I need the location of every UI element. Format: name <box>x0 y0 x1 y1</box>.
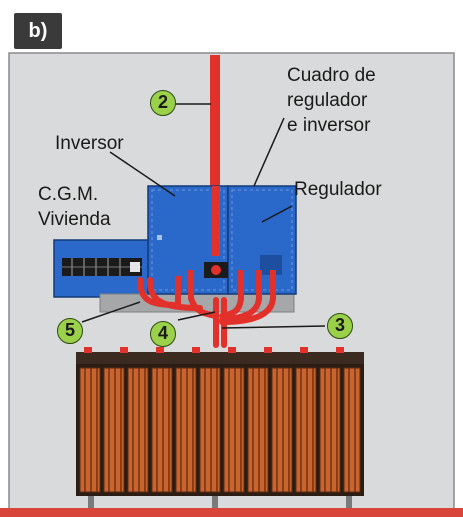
label-cgm-line2: Vivienda <box>38 209 111 230</box>
battery-bank <box>76 347 364 508</box>
panel-label: b) <box>14 13 62 49</box>
marker-2: 2 <box>150 90 176 116</box>
floor-line <box>0 508 463 517</box>
marker-3: 3 <box>327 313 353 339</box>
battery-terminals <box>84 347 344 353</box>
marker-5: 5 <box>57 318 83 344</box>
cable-bundle <box>137 277 276 348</box>
label-inversor: Inversor <box>55 133 124 154</box>
battery-cells <box>79 367 361 493</box>
label-regulador: Regulador <box>294 179 382 200</box>
central-switch <box>204 262 228 278</box>
cgm-vivienda-box <box>53 239 165 298</box>
main-cable <box>210 55 220 225</box>
leader-lines <box>81 103 326 329</box>
label-cuadro-line3: e inversor <box>287 115 371 136</box>
battery-legs <box>88 496 352 508</box>
label-cuadro-line1: Cuadro de <box>287 65 376 86</box>
label-cgm-line1: C.G.M. <box>38 184 99 205</box>
marker-4: 4 <box>150 321 176 347</box>
label-cuadro-line2: regulador <box>287 90 368 111</box>
internal-cables <box>175 186 276 304</box>
